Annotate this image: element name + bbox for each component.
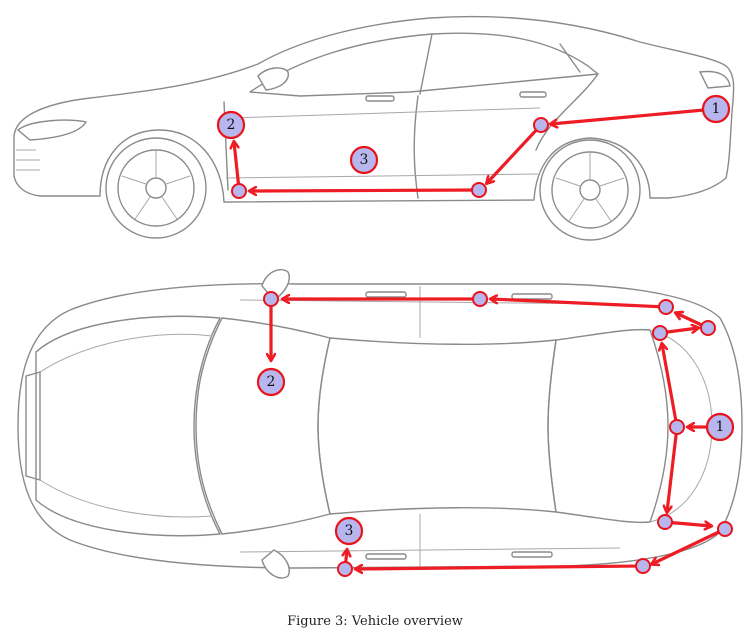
side-badge-2: 2 — [216, 110, 246, 140]
top-route-segment — [667, 425, 679, 512]
side-grille — [16, 149, 40, 171]
top-waypoint — [263, 291, 279, 307]
side-waypoint — [533, 117, 549, 133]
side-b-pillar — [419, 33, 433, 95]
top-hood-crease-lower — [39, 479, 213, 518]
side-badge-1-label: 1 — [712, 101, 721, 117]
top-route-segment — [662, 344, 679, 429]
top-route-segment — [652, 527, 727, 564]
side-front-hub — [145, 177, 167, 199]
top-grille — [25, 371, 41, 481]
top-view-car — [17, 268, 743, 579]
side-waypoint — [471, 182, 487, 198]
side-route-segment — [487, 123, 543, 183]
side-rear-handle — [519, 91, 547, 98]
figure-caption: Figure 3: Vehicle overview — [287, 614, 463, 629]
side-view-car — [13, 15, 735, 241]
top-lower-rear-handle — [511, 551, 553, 558]
side-waypoint — [231, 183, 247, 199]
side-window-outline — [249, 32, 599, 97]
top-hood — [35, 315, 221, 537]
top-route-segment — [491, 299, 668, 309]
top-waypoint — [472, 291, 488, 307]
top-waypoint — [657, 514, 673, 530]
side-front-spokes — [121, 150, 191, 220]
side-taillight — [698, 70, 731, 89]
side-c-pillar — [559, 43, 581, 73]
top-upper-rear-handle — [511, 293, 553, 300]
side-route-segment — [250, 190, 481, 191]
side-rear-hub — [579, 179, 601, 201]
top-upper-front-handle — [365, 291, 407, 298]
top-hood-crease-upper — [39, 333, 213, 373]
top-route-segment — [356, 566, 645, 569]
top-lower-front-handle — [365, 553, 407, 560]
top-waypoint — [337, 561, 353, 577]
side-front-handle — [365, 95, 395, 102]
top-badge-2: 2 — [256, 367, 286, 397]
top-badge-1-label: 1 — [716, 419, 725, 435]
top-waypoint — [652, 325, 668, 341]
top-badge-1: 1 — [705, 412, 735, 442]
top-roof — [317, 337, 557, 515]
side-rear-door — [535, 73, 599, 151]
top-badge-3: 3 — [334, 516, 364, 546]
side-belt-line — [229, 107, 541, 119]
side-rear-spokes — [555, 152, 625, 222]
top-waypoint — [658, 299, 674, 315]
side-route-segment — [234, 142, 241, 191]
top-body-outline — [17, 283, 743, 569]
side-route-segment — [551, 108, 706, 124]
side-view-route — [231, 108, 706, 199]
side-badge-3: 3 — [349, 145, 379, 175]
top-badge-2-label: 2 — [267, 374, 276, 390]
side-headlight — [16, 119, 88, 141]
top-view-route — [263, 291, 733, 577]
side-body-outline — [13, 15, 735, 203]
side-badge-2-label: 2 — [227, 117, 236, 133]
top-lower-window-strip — [239, 547, 621, 553]
top-windshield — [195, 317, 331, 535]
top-waypoint — [700, 320, 716, 336]
side-mid-door — [413, 95, 419, 199]
top-waypoint — [669, 419, 685, 435]
top-badge-3-label: 3 — [345, 523, 354, 539]
top-lower-mirror — [261, 549, 290, 579]
side-mirror — [257, 67, 289, 91]
side-badge-1: 1 — [701, 94, 731, 124]
top-waypoint — [717, 521, 733, 537]
top-waypoint — [635, 558, 651, 574]
top-rear-window — [547, 328, 669, 524]
side-badge-3-label: 3 — [360, 152, 369, 168]
